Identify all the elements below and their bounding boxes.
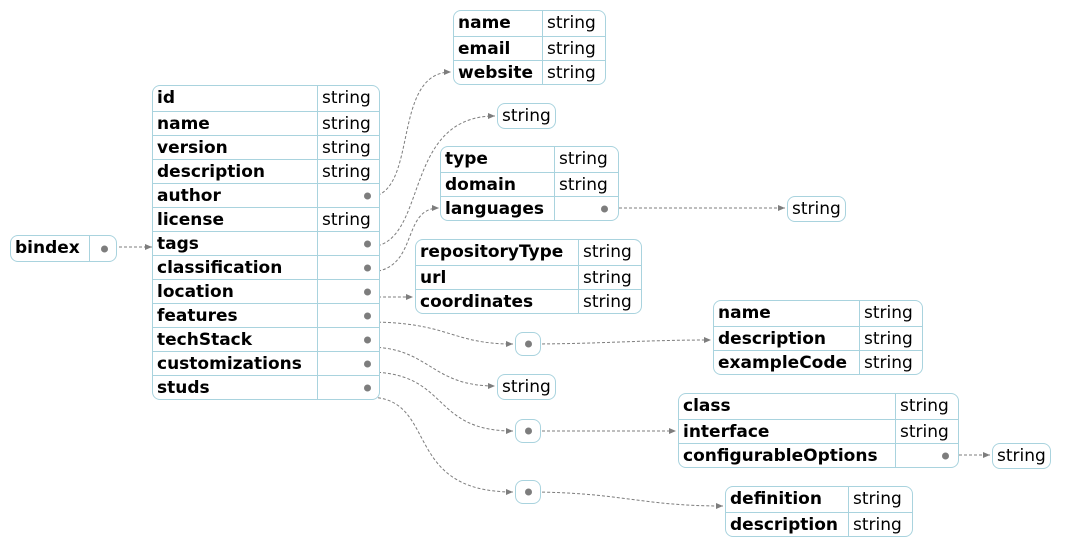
root-node: bindex bbox=[10, 235, 117, 262]
field-key: languages bbox=[441, 197, 555, 220]
ref-dot bbox=[364, 336, 371, 343]
field-key: website bbox=[454, 61, 543, 84]
field-ref bbox=[318, 304, 379, 327]
field-key: license bbox=[153, 208, 318, 231]
field-type: string bbox=[864, 303, 913, 323]
field-key: description bbox=[726, 513, 849, 536]
edge-studs bbox=[367, 396, 514, 495]
field-key: class bbox=[679, 394, 896, 419]
ref-dot bbox=[364, 240, 371, 247]
field-type: string bbox=[864, 353, 913, 373]
edge-techstack bbox=[367, 346, 496, 389]
field-key: location bbox=[153, 280, 318, 303]
ref-dot bbox=[364, 288, 371, 295]
field-key: url bbox=[416, 266, 579, 289]
field-type: string bbox=[322, 210, 371, 230]
field-key: interface bbox=[679, 420, 896, 443]
ref-dot bbox=[101, 245, 108, 252]
field-type: string bbox=[559, 175, 608, 195]
ref-dot bbox=[364, 384, 371, 391]
field-type: string bbox=[322, 162, 371, 182]
field-key: coordinates bbox=[416, 290, 579, 313]
ref-dot bbox=[525, 427, 532, 435]
field-ref bbox=[318, 280, 379, 303]
field-type: string bbox=[853, 489, 902, 509]
field-ref bbox=[318, 328, 379, 351]
field-key: name bbox=[714, 301, 860, 326]
field-type: string bbox=[583, 242, 632, 262]
languages-item-type: string bbox=[787, 196, 846, 222]
ref-dot bbox=[364, 312, 371, 319]
field-key: repositoryType bbox=[416, 240, 579, 265]
field-key: email bbox=[454, 37, 543, 60]
field-key: configurableOptions bbox=[679, 444, 896, 467]
field-ref bbox=[555, 197, 618, 220]
ref-dot bbox=[364, 264, 371, 271]
field-type: string bbox=[322, 138, 371, 158]
field-type: string bbox=[547, 39, 596, 59]
features-array-node bbox=[515, 332, 541, 356]
configurable-options-item-type: string bbox=[992, 443, 1051, 469]
ref-dot bbox=[601, 205, 608, 212]
studs-array-node bbox=[515, 480, 541, 504]
field-key: classification bbox=[153, 256, 318, 279]
field-key: author bbox=[153, 184, 318, 207]
ref-dot bbox=[942, 452, 949, 459]
root-label: bindex bbox=[11, 236, 90, 261]
field-key: tags bbox=[153, 232, 318, 255]
field-key: definition bbox=[726, 487, 849, 512]
field-type: string bbox=[583, 292, 632, 312]
field-ref bbox=[318, 376, 379, 399]
ref-dot bbox=[525, 340, 532, 348]
field-type: string bbox=[864, 329, 913, 349]
edge-author bbox=[367, 69, 452, 198]
techstack-item-type: string bbox=[497, 374, 556, 400]
ref-dot bbox=[364, 192, 371, 199]
field-type: string bbox=[559, 149, 608, 169]
field-type: string bbox=[322, 88, 371, 108]
field-type: string bbox=[547, 13, 596, 33]
field-key: id bbox=[153, 86, 318, 111]
field-type: string bbox=[900, 422, 949, 442]
field-key: name bbox=[454, 11, 543, 36]
field-key: type bbox=[441, 147, 555, 172]
field-key: features bbox=[153, 304, 318, 327]
field-key: name bbox=[153, 112, 318, 135]
customizations-array-node bbox=[515, 419, 541, 443]
field-key: techStack bbox=[153, 328, 318, 351]
field-key: domain bbox=[441, 173, 555, 196]
ref-dot bbox=[525, 488, 532, 496]
root-ref bbox=[90, 236, 116, 261]
edge-studs-obj bbox=[526, 491, 724, 509]
edge-features bbox=[367, 321, 514, 347]
field-type: string bbox=[853, 515, 902, 535]
ref-dot bbox=[364, 360, 371, 367]
field-type: string bbox=[583, 268, 632, 288]
field-key: exampleCode bbox=[714, 351, 860, 374]
field-ref bbox=[318, 256, 379, 279]
field-key: description bbox=[714, 327, 860, 350]
edge-customizations bbox=[367, 371, 514, 434]
field-key: version bbox=[153, 136, 318, 159]
field-key: studs bbox=[153, 376, 318, 399]
field-ref bbox=[318, 232, 379, 255]
field-type: string bbox=[547, 63, 596, 83]
tags-item-type: string bbox=[497, 103, 556, 129]
edge-features-obj bbox=[526, 337, 712, 345]
field-ref bbox=[318, 352, 379, 375]
field-key: customizations bbox=[153, 352, 318, 375]
field-type: string bbox=[322, 114, 371, 134]
field-ref bbox=[896, 444, 958, 467]
field-type: string bbox=[900, 396, 949, 416]
field-ref bbox=[318, 184, 379, 207]
field-key: description bbox=[153, 160, 318, 183]
